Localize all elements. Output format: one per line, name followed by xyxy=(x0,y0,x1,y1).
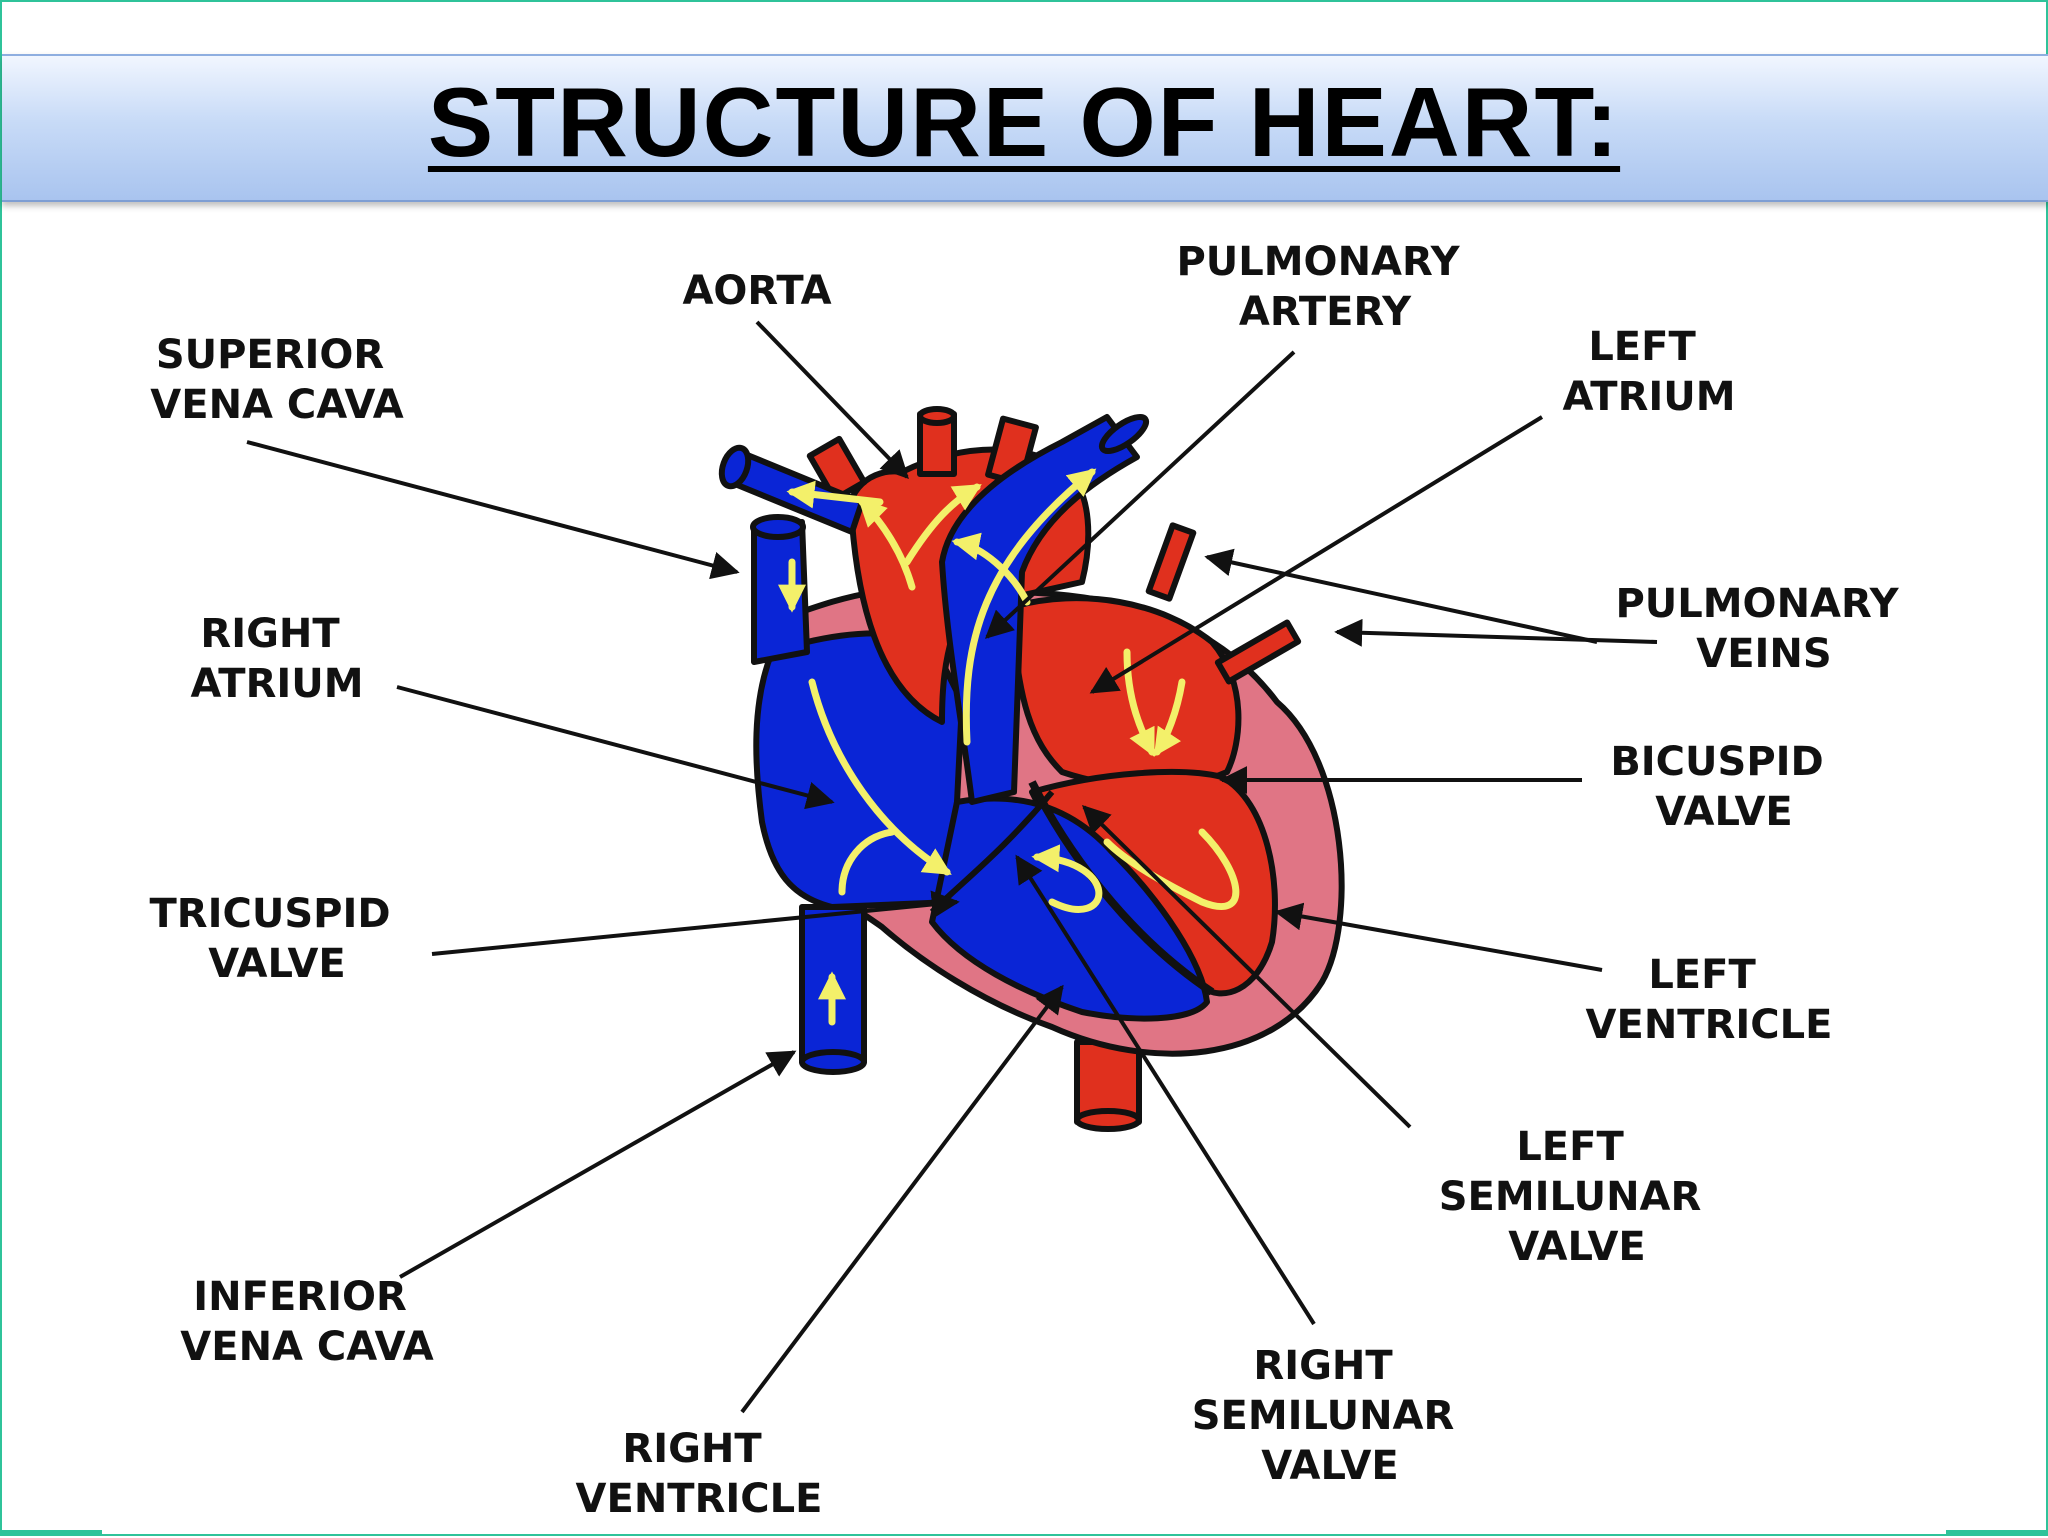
label-aorta: AORTA xyxy=(682,268,831,314)
pulmonary-vein-upper xyxy=(1145,522,1197,602)
corner-accent-right xyxy=(1946,1530,2046,1534)
label-bicuspid-valve: BICUSPID VALVE xyxy=(1610,739,1837,835)
leader-right-ventricle xyxy=(740,984,1064,1414)
label-right-semilunar-valve: RIGHT SEMILUNAR VALVE xyxy=(1192,1343,1469,1489)
leader-lines xyxy=(246,320,1658,1414)
leader-inferior-vena-cava xyxy=(399,1050,797,1279)
inferior-vena-cava-end xyxy=(799,1049,867,1075)
leader-left-ventricle xyxy=(1274,902,1603,972)
leader-superior-vena-cava xyxy=(246,440,740,580)
leader-tricuspid-valve xyxy=(431,890,960,956)
aortic-branches xyxy=(806,406,1039,503)
leader-right-semilunar-valve xyxy=(1015,854,1316,1326)
labels: AORTA PULMONARY ARTERY LEFT ATRIUM SUPER… xyxy=(150,239,1912,1522)
leader-left-atrium xyxy=(1089,415,1544,694)
title-bar xyxy=(2,54,2048,202)
label-right-atrium: RIGHT ATRIUM xyxy=(190,611,363,707)
descending-aorta-end xyxy=(1074,1108,1142,1132)
heart-illustration xyxy=(718,406,1345,1132)
label-left-atrium: LEFT ATRIUM xyxy=(1562,324,1735,420)
pulmonary-artery xyxy=(939,414,1140,805)
leader-pulmonary-artery xyxy=(984,350,1296,639)
corner-accent-left xyxy=(2,1530,102,1534)
pulmonary-vein-lower xyxy=(1214,619,1302,685)
label-tricuspid-valve: TRICUSPID VALVE xyxy=(150,891,405,987)
leader-pulmonary-veins-lower xyxy=(1334,618,1658,647)
label-left-semilunar-valve: LEFT SEMILUNAR VALVE xyxy=(1439,1124,1716,1270)
leader-aorta xyxy=(755,320,909,480)
label-pulmonary-veins: PULMONARY VEINS xyxy=(1615,581,1912,677)
page-title: STRUCTURE OF HEART: xyxy=(427,67,1621,177)
label-pulmonary-artery: PULMONARY ARTERY xyxy=(1176,239,1473,335)
superior-vena-cava xyxy=(751,519,810,665)
blood-flow-arrows xyxy=(778,468,1240,1026)
pulmonary-artery-end xyxy=(1098,413,1150,455)
superior-vena-cava-end xyxy=(750,514,806,540)
label-left-ventricle: LEFT VENTRICLE xyxy=(1586,952,1833,1048)
leader-pulmonary-veins-upper xyxy=(1204,548,1598,644)
label-right-ventricle: RIGHT VENTRICLE xyxy=(576,1426,823,1522)
leader-left-semilunar-valve xyxy=(1082,805,1412,1129)
label-superior-vena-cava: SUPERIOR VENA CAVA xyxy=(150,332,403,428)
leader-right-atrium xyxy=(396,685,835,810)
label-inferior-vena-cava: INFERIOR VENA CAVA xyxy=(180,1274,433,1370)
